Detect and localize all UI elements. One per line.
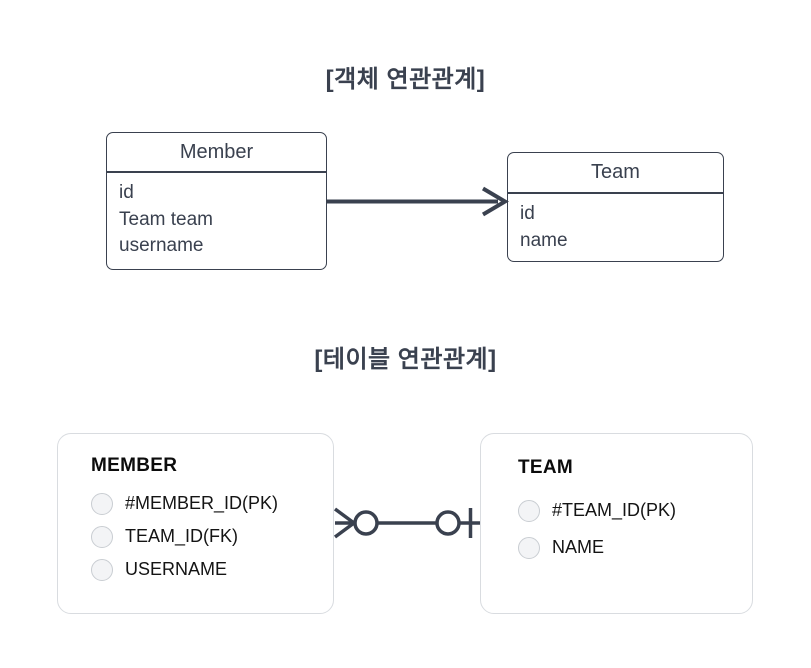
member-class-fields: id Team team username <box>107 173 326 260</box>
team-table-box: TEAM #TEAM_ID(PK) NAME <box>480 433 753 614</box>
column-bullet-icon <box>91 492 113 515</box>
column-bullet-icon <box>518 536 540 559</box>
team-field-name: name <box>520 229 568 251</box>
table-row: #TEAM_ID(PK) <box>518 492 752 529</box>
member-field-team: Team team <box>119 208 213 230</box>
team-class-title: Team <box>508 153 723 194</box>
column-bullet-icon <box>91 525 113 548</box>
team-class-box: Team id name <box>507 152 724 262</box>
member-table-title: MEMBER <box>91 455 178 476</box>
member-field-username: username <box>119 235 204 256</box>
member-table-box: MEMBER #MEMBER_ID(PK) TEAM_ID(FK) USERNA… <box>57 433 334 614</box>
column-bullet-icon <box>91 558 113 581</box>
team-field-id: id <box>520 203 535 224</box>
team-table-title: TEAM <box>518 457 574 478</box>
team-column-name: NAME <box>552 537 605 557</box>
table-row: USERNAME <box>91 553 333 586</box>
object-relation-title: [객체 연관관계] <box>325 66 486 93</box>
table-row: #MEMBER_ID(PK) <box>91 487 333 520</box>
column-bullet-icon <box>518 499 540 522</box>
team-table-rows: #TEAM_ID(PK) NAME <box>518 492 752 566</box>
member-field-id: id <box>119 182 134 203</box>
member-column-username: USERNAME <box>125 559 228 579</box>
arrow-right-icon <box>327 186 509 217</box>
member-column-fk: TEAM_ID(FK) <box>125 526 239 546</box>
member-table-rows: #MEMBER_ID(PK) TEAM_ID(FK) USERNAME <box>91 487 333 586</box>
crow-foot-zero-many-to-zero-one-icon <box>333 507 480 539</box>
team-column-pk: #TEAM_ID(PK) <box>552 500 677 520</box>
table-row: TEAM_ID(FK) <box>91 520 333 553</box>
team-class-fields: id name <box>508 194 723 254</box>
member-class-box: Member id Team team username <box>106 132 327 270</box>
table-row: NAME <box>518 529 752 566</box>
member-class-title: Member <box>107 133 326 173</box>
member-column-pk: #MEMBER_ID(PK) <box>125 493 279 513</box>
table-relation-title: [테이블 연관관계] <box>314 346 497 373</box>
